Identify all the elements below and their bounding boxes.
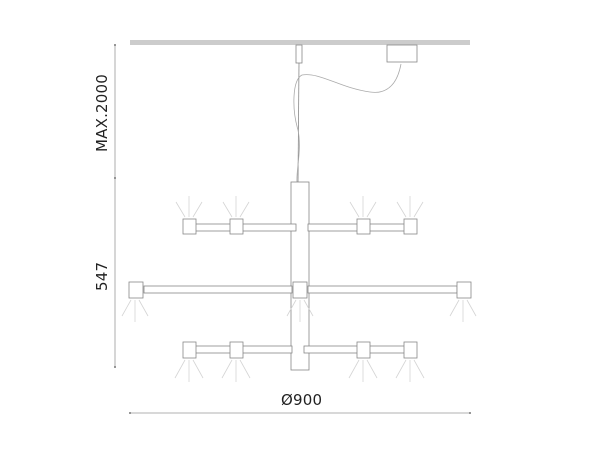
lamp-head: [128, 281, 144, 299]
lower-arm: [174, 341, 425, 382]
max-height-label: MAX.2000: [93, 73, 111, 152]
upper-arm: [175, 196, 424, 235]
lamp-head: [182, 218, 197, 235]
power-cord: [293, 63, 402, 183]
lamp-head: [292, 281, 308, 299]
lamp-head: [229, 341, 244, 359]
central-column: [290, 181, 310, 371]
ceiling-track: [130, 40, 470, 45]
lamp-head: [403, 218, 418, 235]
lamp-head: [356, 218, 371, 235]
diameter-label: Ø900: [281, 391, 323, 409]
lamp-head: [229, 218, 244, 235]
body-height-label: 547: [93, 261, 111, 291]
middle-arm: [121, 281, 477, 322]
canopy-box: [386, 44, 418, 63]
lamp-head: [356, 341, 371, 359]
lamp-head: [456, 281, 472, 299]
lamp-head: [182, 341, 197, 359]
lamp-head: [403, 341, 418, 359]
suspension-mount: [295, 44, 303, 64]
